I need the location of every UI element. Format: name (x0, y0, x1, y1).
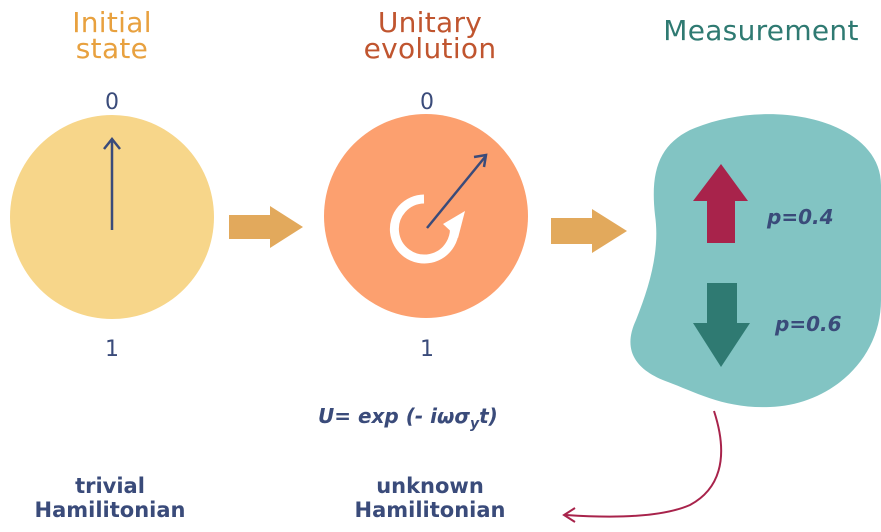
measurement-title: Measurement (663, 14, 859, 47)
initial-state-vector-arrowhead (103, 136, 121, 150)
trivial-caption-line1: trivial (75, 474, 145, 498)
formula-prefix: U= exp (- iωσ (318, 404, 470, 428)
unitary-evolution-circle (324, 114, 528, 318)
formula-subscript: y (469, 416, 480, 432)
unitary-formula: U= exp (- iωσyt) (318, 404, 498, 432)
rotated-state-vector-arrowhead (473, 153, 488, 168)
up-probability: p=0.4 (767, 205, 834, 229)
feedback-arrow (565, 410, 723, 518)
unitary-bottom-label: 1 (420, 337, 434, 362)
initial-state-title: Initial state (52, 6, 172, 65)
unitary-top-label: 0 (420, 90, 434, 115)
unknown-caption-line1: unknown (376, 474, 484, 498)
unknown-hamiltonian-caption: unknown Hamilitonian (330, 474, 530, 522)
trivial-hamiltonian-caption: trivial Hamilitonian (10, 474, 210, 522)
trivial-caption-line2: Hamilitonian (34, 498, 186, 522)
initial-state-title-line1: Initial (72, 6, 152, 39)
initial-bottom-label: 1 (105, 337, 119, 362)
down-arrow-icon (693, 283, 750, 367)
up-arrow-icon (693, 164, 748, 243)
flow-arrow-icon (229, 206, 303, 248)
initial-state-title-line2: state (75, 32, 149, 65)
unitary-evolution-title-line2: evolution (363, 32, 497, 65)
down-probability: p=0.6 (775, 312, 842, 336)
rotation-icon (389, 194, 459, 264)
measurement-blob (630, 114, 881, 408)
rotated-state-vector (426, 156, 486, 229)
flow-arrow-icon (551, 209, 627, 253)
rotation-arrowhead-icon (443, 211, 465, 238)
feedback-arrowhead (562, 507, 576, 523)
unitary-evolution-title-line1: Unitary (377, 6, 483, 39)
unknown-caption-line2: Hamilitonian (354, 498, 506, 522)
formula-suffix: t) (479, 404, 498, 428)
unitary-evolution-title: Unitary evolution (350, 6, 510, 65)
initial-top-label: 0 (105, 90, 119, 115)
